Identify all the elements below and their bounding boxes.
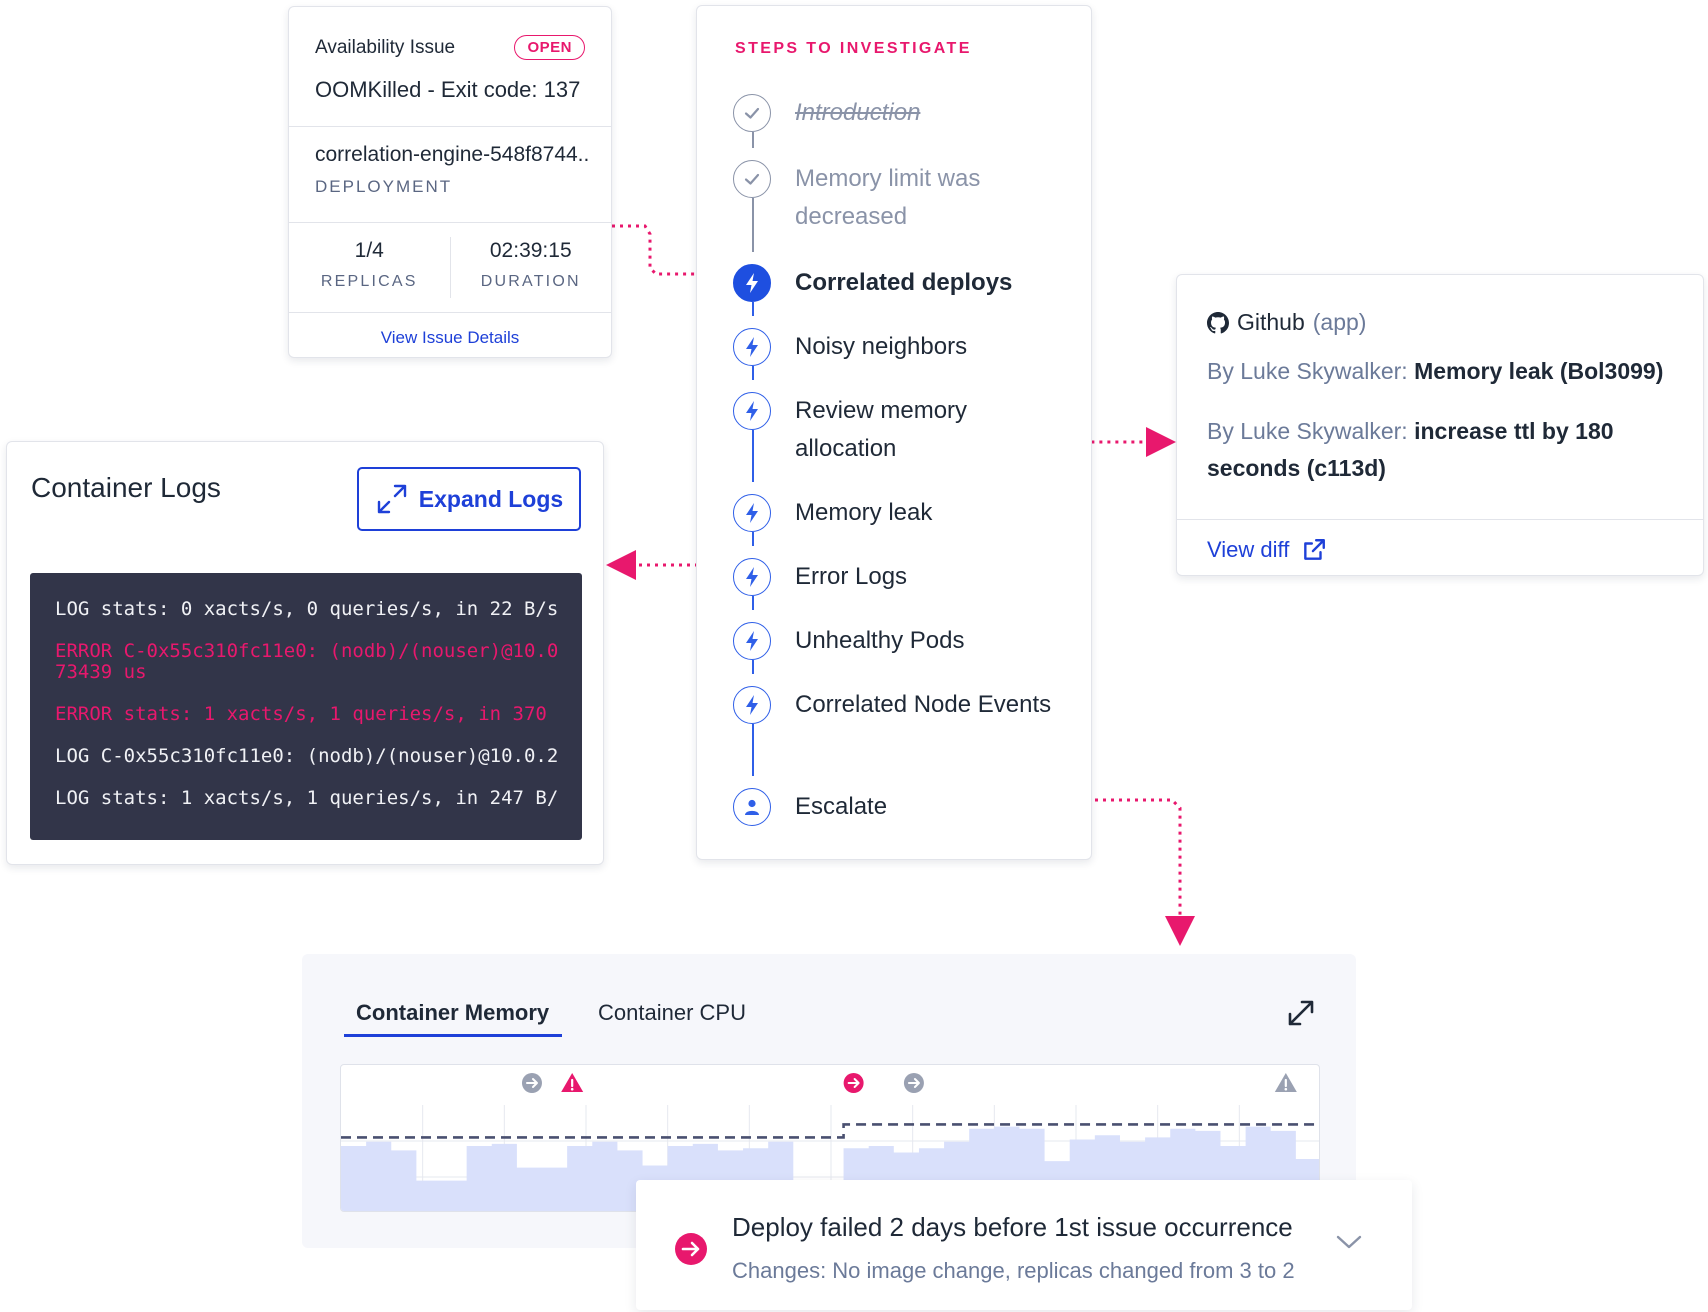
warning-icon[interactable] [561, 1073, 584, 1092]
issue-header: Availability Issue OPEN OOMKilled - Exit… [289, 7, 611, 127]
resource-info: correlation-engine-548f8744.. DEPLOYMENT [289, 127, 611, 223]
steps-card: STEPS TO INVESTIGATE Introduction Memory… [696, 5, 1092, 860]
step-unhealthy-pods[interactable]: Unhealthy Pods [795, 627, 965, 654]
lightning-icon [733, 392, 771, 430]
step-connector [752, 366, 754, 380]
commit-item: By Luke Skywalker: Memory leak (Bol3099) [1207, 353, 1687, 390]
step-introduction[interactable]: Introduction [795, 99, 921, 126]
log-line: LOG stats: 1 xacts/s, 1 queries/s, in 24… [55, 787, 559, 809]
view-issue-details-link[interactable]: View Issue Details [380, 328, 520, 347]
memory-limit-line [341, 1123, 1319, 1139]
issue-category: Availability Issue [315, 37, 456, 58]
step-connector [752, 532, 754, 546]
warning-icon[interactable] [1274, 1073, 1297, 1092]
commit-item: By Luke Skywalker: increase ttl by 180 s… [1207, 413, 1687, 487]
check-icon [733, 94, 771, 132]
check-icon [733, 160, 771, 198]
chevron-down-icon[interactable] [1336, 1234, 1362, 1255]
commit-message: Memory leak (Bol3099) [1414, 358, 1664, 384]
replicas-stat: 1/4 REPLICAS [289, 223, 450, 312]
steps-title: STEPS TO INVESTIGATE [735, 40, 972, 57]
github-icon [1207, 311, 1229, 334]
commit-author: By Luke Skywalker: [1207, 418, 1408, 444]
log-line-error: ERROR stats: 1 xacts/s, 1 queries/s, in … [55, 703, 547, 725]
deploy-event-title: Deploy failed 2 days before 1st issue oc… [732, 1212, 1293, 1242]
duration-label: DURATION [480, 273, 581, 290]
resource-kind: DEPLOYMENT [315, 177, 453, 196]
step-connector [752, 198, 754, 252]
log-line: LOG C-0x55c310fc11e0: (nodb)/(nouser)@10… [55, 745, 559, 767]
step-connector [752, 302, 754, 316]
lightning-icon [733, 494, 771, 532]
connector-escalate-to-metrics [1095, 798, 1195, 946]
github-header: Github (app) [1207, 309, 1366, 336]
active-tab-indicator [344, 1034, 562, 1037]
view-diff-label: View diff [1207, 537, 1290, 562]
issue-reason: OOMKilled - Exit code: 137 [315, 77, 581, 102]
step-correlated-deploys[interactable]: Correlated deploys [795, 269, 1013, 296]
log-terminal[interactable]: LOG stats: 0 xacts/s, 0 queries/s, in 22… [30, 573, 582, 840]
expand-logs-button[interactable]: Expand Logs [357, 467, 581, 531]
step-connector [752, 660, 754, 674]
deploy-event-subtitle: Changes: No image change, replicas chang… [732, 1258, 1295, 1283]
replicas-value: 1/4 [354, 239, 384, 262]
container-logs-card: Container Logs Expand Logs LOG stats: 0 … [6, 441, 604, 865]
divider [1177, 519, 1703, 520]
step-memory-limit-decreased[interactable]: Memory limit was decreased [795, 165, 981, 230]
commit-message: increase ttl by 180 seconds (c113d) [1207, 418, 1614, 481]
github-card: Github (app) By Luke Skywalker: Memory l… [1176, 274, 1704, 576]
step-escalate[interactable]: Escalate [795, 793, 888, 820]
logs-title: Container Logs [31, 472, 221, 503]
step-connector [752, 724, 754, 776]
arrow-right-circle-icon [674, 1232, 708, 1271]
tab-container-cpu[interactable]: Container CPU [598, 1000, 746, 1025]
step-memory-leak[interactable]: Memory leak [795, 499, 933, 526]
duration-stat: 02:39:15 DURATION [449, 237, 612, 298]
step-review-memory-allocation[interactable]: Review memory allocation [795, 397, 968, 462]
lightning-icon [733, 264, 771, 302]
github-title: Github [1237, 309, 1305, 335]
deploy-event-icon[interactable] [903, 1073, 924, 1093]
commit-author: By Luke Skywalker: [1207, 358, 1408, 384]
status-badge: OPEN [514, 35, 585, 60]
lightning-icon [733, 328, 771, 366]
duration-value: 02:39:15 [489, 239, 572, 262]
log-line-error: ERROR C-0x55c310fc11e0: (nodb)/(nouser)@… [55, 640, 559, 683]
deploy-event-icon[interactable] [521, 1073, 542, 1093]
log-line: LOG stats: 0 xacts/s, 0 queries/s, in 22… [55, 598, 559, 620]
lightning-icon [733, 558, 771, 596]
replicas-label: REPLICAS [320, 273, 418, 290]
step-correlated-node-events[interactable]: Correlated Node Events [795, 691, 1052, 718]
view-diff-link[interactable]: View diff [1207, 537, 1327, 563]
step-error-logs[interactable]: Error Logs [795, 563, 908, 590]
external-link-icon [1301, 537, 1327, 563]
step-connector [752, 430, 754, 482]
step-connector [752, 132, 754, 148]
step-connector [752, 596, 754, 610]
github-app-tag: (app) [1312, 309, 1367, 335]
deploy-event-card[interactable]: Deploy failed 2 days before 1st issue oc… [636, 1180, 1412, 1310]
tab-container-memory[interactable]: Container Memory [356, 1000, 550, 1025]
fullscreen-icon[interactable] [1286, 998, 1316, 1033]
step-noisy-neighbors[interactable]: Noisy neighbors [795, 333, 968, 360]
resource-name: correlation-engine-548f8744.. [315, 143, 590, 166]
lightning-icon [733, 686, 771, 724]
user-icon [733, 788, 771, 826]
lightning-icon [733, 622, 771, 660]
expand-icon [375, 482, 409, 516]
deploy-event-icon[interactable] [843, 1073, 864, 1093]
issue-card: Availability Issue OPEN OOMKilled - Exit… [288, 6, 612, 358]
expand-logs-label: Expand Logs [418, 485, 564, 512]
issue-stats: 1/4 REPLICAS 02:39:15 DURATION [289, 223, 611, 313]
